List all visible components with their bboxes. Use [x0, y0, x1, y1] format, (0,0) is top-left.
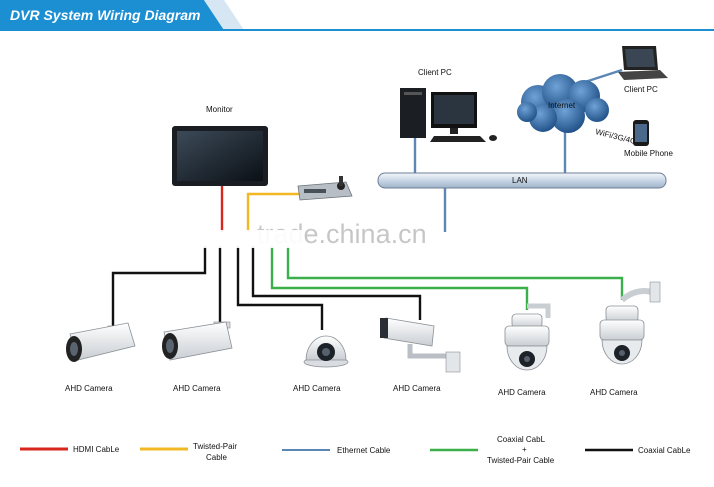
cables [111, 68, 624, 330]
coax-twisted-cable-6 [286, 246, 624, 300]
dvr-box [196, 230, 302, 248]
camera-2: AHD Camera [162, 321, 233, 393]
legend-twisted-label-2: Cable [206, 453, 227, 462]
coax-twisted-cable-5 [270, 246, 529, 310]
camera-4: AHD Camera [380, 317, 461, 393]
camera-4-lens [380, 318, 388, 338]
internet-label: Internet [548, 101, 576, 110]
legend-ethernet-label: Ethernet Cable [337, 446, 391, 455]
legend-hdmi-label: HDMI CabLe [73, 445, 120, 454]
legend-twisted-label-1: Twisted-Pair [193, 442, 237, 451]
legend-coax-twisted-label-2: + [522, 445, 527, 454]
monitor: Monitor [172, 105, 268, 186]
header-banner: DVR System Wiring Diagram [0, 0, 714, 31]
client-pc-top: Client PC [400, 68, 497, 142]
camera-2-label: AHD Camera [173, 384, 221, 393]
camera-6-label: AHD Camera [590, 388, 638, 397]
legend-coax-twisted-label-1: Coaxial CabL [497, 435, 546, 444]
wifi-label: WiFi/3G/4G [595, 127, 638, 146]
client-pc-top-label: Client PC [418, 68, 452, 77]
twisted-pair-cable [246, 192, 300, 232]
camera-1: AHD Camera [65, 322, 136, 393]
client-pc-right-label: Client PC [624, 85, 658, 94]
camera-3: AHD Camera [293, 335, 349, 393]
mobile-phone-label: Mobile Phone [624, 149, 673, 158]
camera-5-label: AHD Camera [498, 388, 546, 397]
ptz-controller [297, 176, 353, 201]
bus-label: LAN [512, 176, 528, 185]
camera-3-label: AHD Camera [293, 384, 341, 393]
legend-coax-label: Coaxial CabLe [638, 446, 691, 455]
mobile-phone: Mobile Phone [624, 120, 673, 158]
laptop: Client PC [618, 46, 668, 94]
legend-coax-twisted-label-3: Twisted-Pair Cable [487, 456, 555, 465]
pc-tower [400, 88, 426, 138]
camera-1-label: AHD Camera [65, 384, 113, 393]
network-bus: LAN [377, 172, 667, 189]
monitor-screen [177, 131, 263, 181]
page-title: DVR System Wiring Diagram [10, 7, 200, 23]
header-bar-accent [204, 0, 244, 30]
camera-6: AHD Camera [590, 281, 661, 397]
monitor-label: Monitor [206, 105, 233, 114]
legend: HDMI CabLe Twisted-Pair Cable Ethernet C… [20, 435, 691, 465]
coax-cable-1 [111, 246, 207, 330]
camera-5: AHD Camera [498, 303, 551, 397]
header-bar [0, 0, 224, 30]
coax-cable-3 [236, 246, 324, 330]
pc-keyboard [430, 136, 486, 142]
internet-cloud: Internet [517, 74, 609, 133]
ethernet-cable-laptop [584, 68, 623, 84]
camera-4-label: AHD Camera [393, 384, 441, 393]
coax-cable-4 [251, 246, 422, 320]
